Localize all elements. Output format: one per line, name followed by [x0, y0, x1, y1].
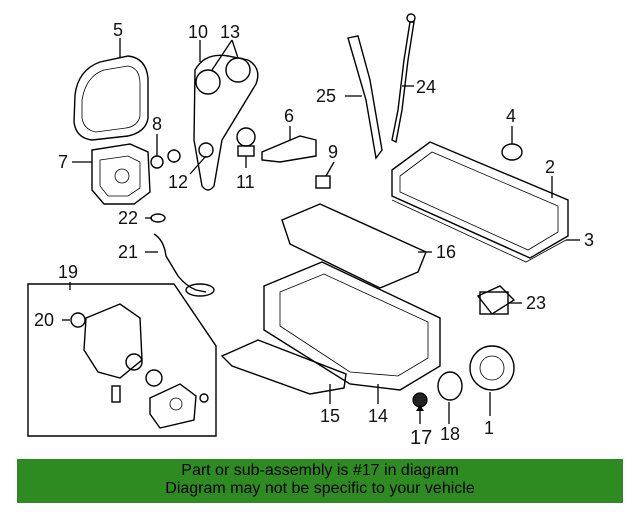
callout-17: 17 — [410, 427, 432, 449]
callout-24: 24 — [416, 77, 436, 97]
callout-16: 16 — [436, 242, 456, 262]
dipstick-drawing — [391, 21, 415, 144]
info-banner: Part or sub-assembly is #17 in diagram D… — [17, 459, 623, 503]
callout-20: 20 — [34, 310, 54, 330]
callout-23: 23 — [526, 293, 546, 313]
leader-lines — [62, 38, 580, 424]
callout-13: 13 — [220, 22, 240, 42]
callout-5: 5 — [113, 20, 123, 40]
upper-oil-pan-drawing — [263, 261, 441, 391]
timing-belt-drawing — [193, 54, 259, 191]
lower-oil-pan-drawing — [220, 339, 347, 395]
callout-15: 15 — [320, 406, 340, 426]
callout-19: 19 — [58, 262, 78, 282]
callout-1: 1 — [484, 418, 494, 438]
bracket-drawing — [261, 135, 317, 163]
dipstick-tube-drawing — [347, 35, 383, 160]
callout-7: 7 — [58, 152, 68, 172]
oil-pan-gasket-drawing — [281, 203, 427, 289]
callout-9: 9 — [328, 142, 338, 162]
banner-line-2: Diagram may not be specific to your vehi… — [165, 480, 475, 497]
callout-22: 22 — [118, 208, 138, 228]
callout-18: 18 — [440, 424, 460, 444]
callout-8: 8 — [152, 114, 162, 134]
callout-6: 6 — [284, 106, 294, 126]
callout-25: 25 — [316, 86, 336, 106]
callout-12: 12 — [168, 172, 188, 192]
seal-drawing — [437, 371, 463, 401]
callout-labels: 5 7 8 10 13 12 11 6 9 25 24 4 2 3 16 22 … — [34, 20, 594, 449]
callout-11: 11 — [236, 172, 255, 192]
oil-cap-drawing — [501, 143, 523, 161]
tensioner-drawing — [236, 127, 256, 157]
callout-21: 21 — [118, 242, 138, 262]
drain-plug-drawing — [412, 392, 428, 408]
banner-line-1: Part or sub-assembly is #17 in diagram — [181, 462, 459, 479]
timing-cover-drawing — [73, 55, 149, 141]
crank-pulley-drawing — [469, 345, 515, 391]
oil-pickup-drawing — [150, 213, 215, 297]
callout-14: 14 — [368, 406, 388, 426]
sensor-drawing — [315, 175, 331, 189]
callout-4: 4 — [506, 106, 516, 126]
oil-filter-drawing — [476, 285, 516, 315]
parts-diagram: 5 7 8 10 13 12 11 6 9 25 24 4 2 3 16 22 … — [27, 13, 594, 449]
housing-drawing — [91, 143, 151, 205]
inset-box — [27, 283, 217, 437]
callout-10: 10 — [188, 22, 208, 42]
callout-3: 3 — [584, 230, 594, 250]
valve-cover-drawing — [391, 141, 569, 263]
callout-2: 2 — [545, 157, 555, 177]
